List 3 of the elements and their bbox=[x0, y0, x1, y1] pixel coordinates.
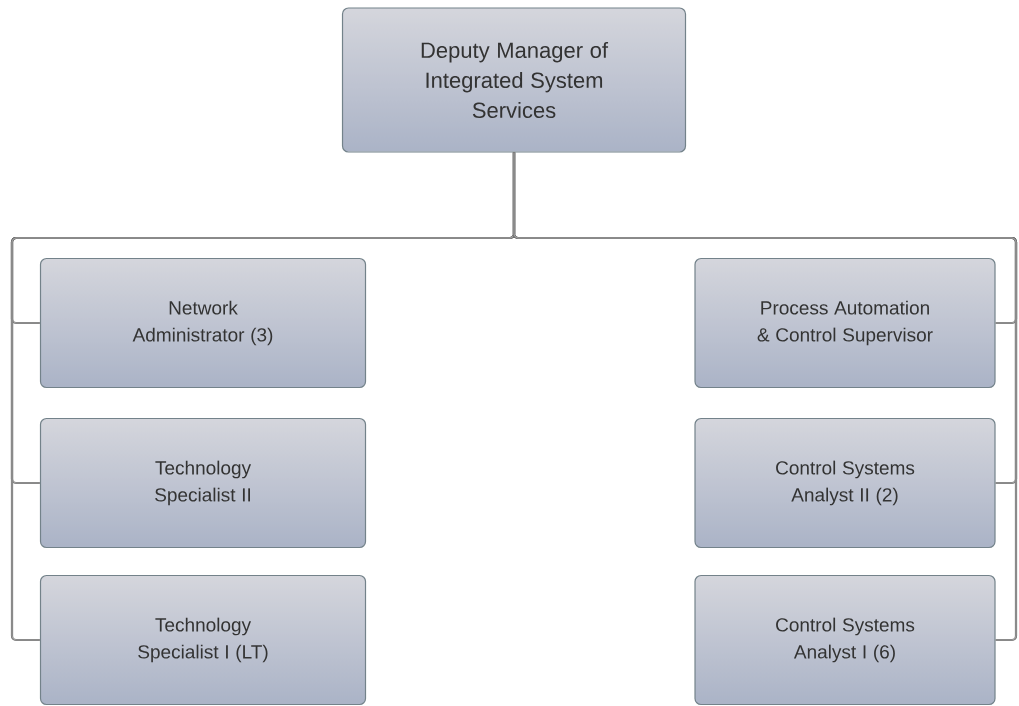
position-box: Control Systems Analyst I (6) bbox=[694, 574, 996, 706]
position-box: Technology Specialist I (LT) bbox=[39, 574, 367, 706]
position-box: Deputy Manager of Integrated System Services bbox=[341, 7, 687, 153]
